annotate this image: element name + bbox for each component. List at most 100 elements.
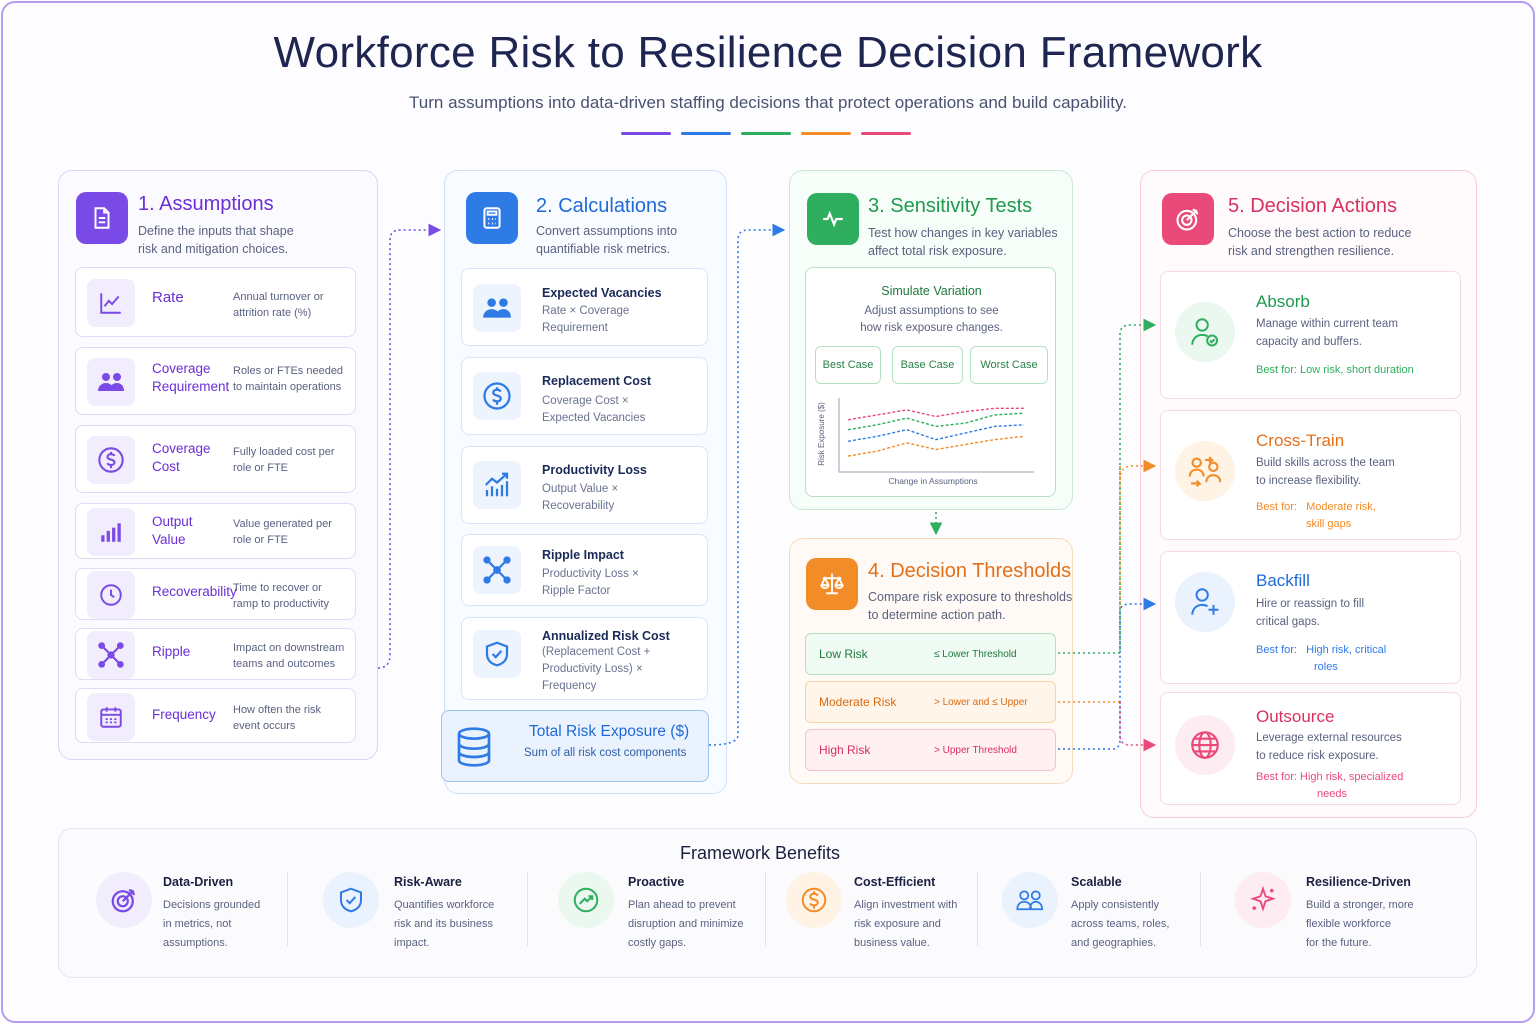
assumption-label: Frequency: [152, 707, 216, 722]
calendar-icon: [87, 693, 135, 741]
calc-ripple-impact[interactable]: Ripple Impact Productivity Loss ×Ripple …: [461, 534, 708, 606]
action-title: Absorb: [1256, 292, 1310, 311]
pulse-icon: [807, 193, 859, 245]
threshold-label: Low Risk: [819, 647, 868, 661]
worst-case-button[interactable]: Worst Case: [970, 346, 1048, 384]
threshold-label: Moderate Risk: [819, 695, 897, 709]
benefit-title: Risk-Aware: [394, 875, 462, 889]
calc-desc: Coverage Cost ×Expected Vacancies: [542, 395, 646, 424]
benefit-title: Data-Driven: [163, 875, 234, 889]
benefit-title: Scalable: [1071, 875, 1122, 889]
divider-blue: [681, 132, 731, 135]
action-best-for: Best for: Low risk, short duration: [1256, 364, 1414, 376]
chart-ylabel: Risk Exposure ($): [817, 402, 826, 466]
divider-green: [741, 132, 791, 135]
globe-icon: [1175, 715, 1235, 775]
benefit-separator: [287, 872, 288, 946]
sparkle-icon: [1235, 872, 1291, 928]
threshold-low-risk[interactable]: Low Risk ≤ Lower Threshold: [805, 633, 1056, 675]
action-title: Cross-Train: [1256, 431, 1345, 450]
chart-series-line-4: [847, 435, 1025, 457]
benefits-title: Framework Benefits: [679, 843, 841, 863]
calc-productivity-loss[interactable]: Productivity Loss Output Value ×Recovera…: [461, 446, 708, 524]
dollar-icon: [473, 372, 521, 420]
benefit-separator: [527, 872, 528, 946]
benefit-separator: [977, 872, 978, 946]
calculator-icon: [466, 192, 518, 244]
base-case-button[interactable]: Base Case: [892, 346, 963, 384]
threshold-moderate-risk[interactable]: Moderate Risk > Lower and ≤ Upper: [805, 681, 1056, 723]
chart-xlabel: Change in Assumptions: [888, 476, 977, 486]
calc-annualized-risk-cost[interactable]: Annualized Risk Cost (Replacement Cost +…: [461, 617, 708, 700]
threshold-high-risk[interactable]: High Risk > Upper Threshold: [805, 729, 1056, 771]
assumption-label: Ripple: [152, 644, 191, 659]
document-icon: [76, 192, 128, 244]
sensitivity-title: 3. Sensitivity Tests: [868, 195, 1033, 217]
assumptions-title: 1. Assumptions: [138, 193, 274, 215]
benefit-title: Resilience-Driven: [1306, 875, 1411, 889]
bar-chart-icon: [87, 508, 135, 556]
total-desc: Sum of all risk cost components: [524, 747, 687, 759]
benefit-separator: [765, 872, 766, 946]
benefit-title: Proactive: [628, 875, 685, 889]
calc-replacement-cost[interactable]: Replacement Cost Coverage Cost ×Expected…: [461, 357, 708, 435]
scale-icon: [806, 558, 858, 610]
target-icon: [96, 872, 152, 928]
network-icon: [473, 546, 521, 594]
page-subtitle: Turn assumptions into data-driven staffi…: [409, 93, 1127, 112]
thresholds-title: 4. Decision Thresholds: [868, 560, 1072, 582]
growth-chart-icon: [473, 461, 521, 509]
chart-series-line-1: [847, 407, 1024, 421]
assumption-label: Rate: [152, 289, 184, 306]
total-risk-exposure[interactable]: Total Risk Exposure ($) Sum of all risk …: [441, 710, 709, 782]
simulate-title: Simulate Variation: [881, 284, 982, 298]
chart-axes: [838, 398, 1034, 473]
benefit-separator: [1200, 872, 1201, 946]
action-cross-train[interactable]: Cross-Train Build skills across the team…: [1160, 410, 1461, 540]
action-best-for: Best for: Moderate risk,skill gaps: [1256, 501, 1376, 530]
action-title: Outsource: [1256, 707, 1335, 726]
dollar-icon: [786, 872, 842, 928]
divider-purple: [621, 132, 671, 135]
shield-check-icon: [323, 872, 379, 928]
shield-check-icon: [473, 630, 521, 678]
network-icon: [87, 631, 135, 679]
threshold-rule: > Upper Threshold: [934, 745, 1017, 756]
calc-label: Productivity Loss: [542, 463, 647, 477]
threshold-rule: > Lower and ≤ Upper: [934, 697, 1028, 708]
user-check-icon: [1175, 302, 1235, 362]
calculations-title: 2. Calculations: [536, 195, 668, 217]
best-case-button[interactable]: Best Case: [815, 346, 881, 384]
calc-desc: Productivity Loss ×Ripple Factor: [542, 568, 639, 597]
action-title: Backfill: [1256, 571, 1310, 590]
